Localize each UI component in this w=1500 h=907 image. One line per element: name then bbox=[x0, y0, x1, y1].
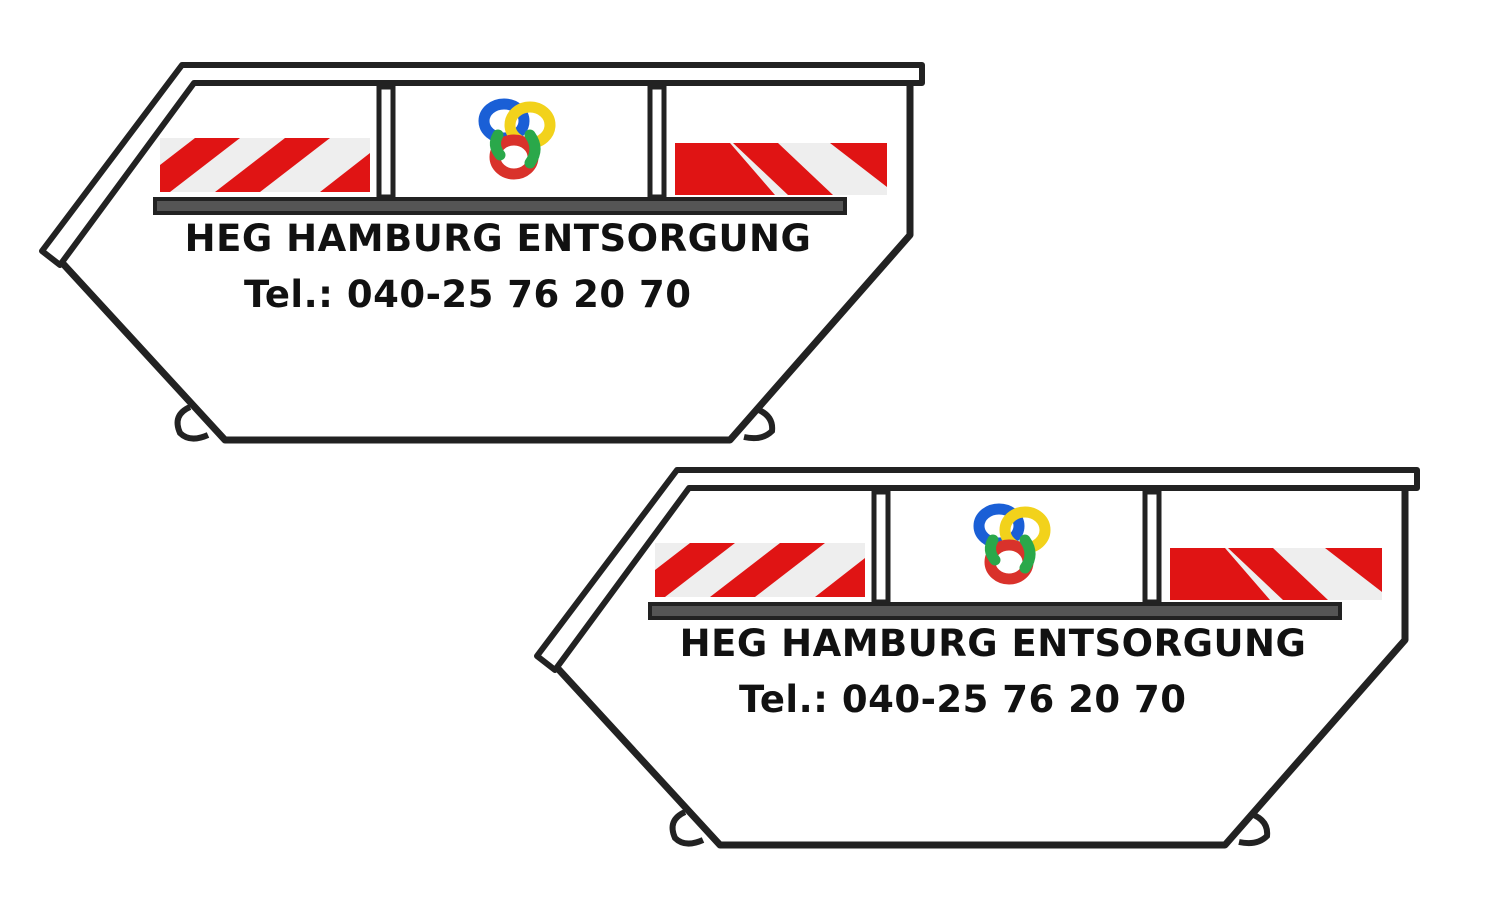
skip-container-icon bbox=[534, 467, 1420, 849]
warning-stripe-icon bbox=[1170, 548, 1382, 600]
company-name: HEG HAMBURG ENTSORGUNG bbox=[679, 622, 1307, 665]
skip-container-icon bbox=[39, 62, 925, 444]
container-crossbar bbox=[153, 197, 847, 215]
skip-container: HEG HAMBURG ENTSORGUNG Tel.: 040-25 76 2… bbox=[525, 460, 1425, 860]
knot-logo-icon bbox=[478, 98, 556, 180]
container-crossbar bbox=[648, 602, 1342, 620]
warning-stripe-icon bbox=[160, 138, 370, 192]
phone-number: Tel.: 040-25 76 20 70 bbox=[739, 678, 1187, 721]
container-rim bbox=[39, 62, 925, 268]
warning-stripe-icon bbox=[675, 143, 887, 195]
wheel-left-icon bbox=[669, 809, 705, 847]
container-posts bbox=[376, 84, 667, 200]
wheel-left-icon bbox=[174, 404, 210, 442]
phone-number: Tel.: 040-25 76 20 70 bbox=[244, 273, 692, 316]
company-name: HEG HAMBURG ENTSORGUNG bbox=[184, 217, 812, 260]
container-posts bbox=[871, 489, 1162, 605]
warning-stripe-icon bbox=[655, 543, 865, 597]
container-rim bbox=[534, 467, 1420, 673]
knot-logo-icon bbox=[973, 503, 1051, 585]
skip-container: HEG HAMBURG ENTSORGUNG Tel.: 040-25 76 2… bbox=[30, 55, 930, 455]
